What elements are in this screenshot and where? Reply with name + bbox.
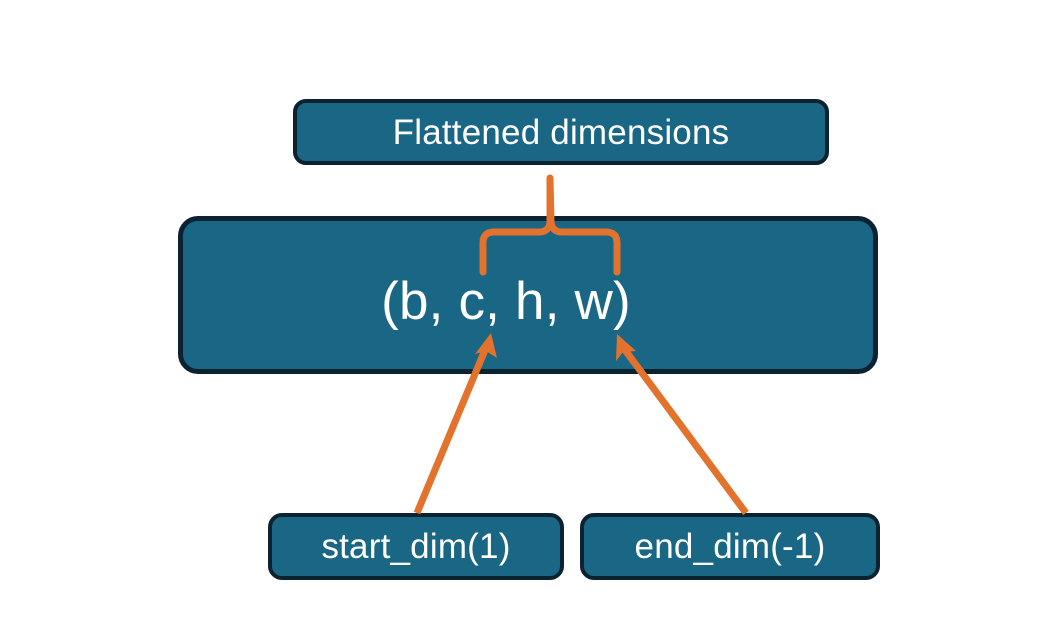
tensor-shape-box[interactable]: (b, c, h, w) bbox=[178, 216, 878, 374]
end-dim-box[interactable]: end_dim(-1) bbox=[580, 513, 880, 580]
start-dim-label: start_dim(1) bbox=[321, 527, 511, 566]
flattened-dimensions-box[interactable]: Flattened dimensions bbox=[293, 99, 829, 165]
start-dim-box[interactable]: start_dim(1) bbox=[268, 513, 564, 580]
flattened-dimensions-label: Flattened dimensions bbox=[392, 112, 730, 152]
end-dim-label: end_dim(-1) bbox=[634, 527, 826, 566]
tensor-shape-label: (b, c, h, w) bbox=[381, 271, 631, 331]
